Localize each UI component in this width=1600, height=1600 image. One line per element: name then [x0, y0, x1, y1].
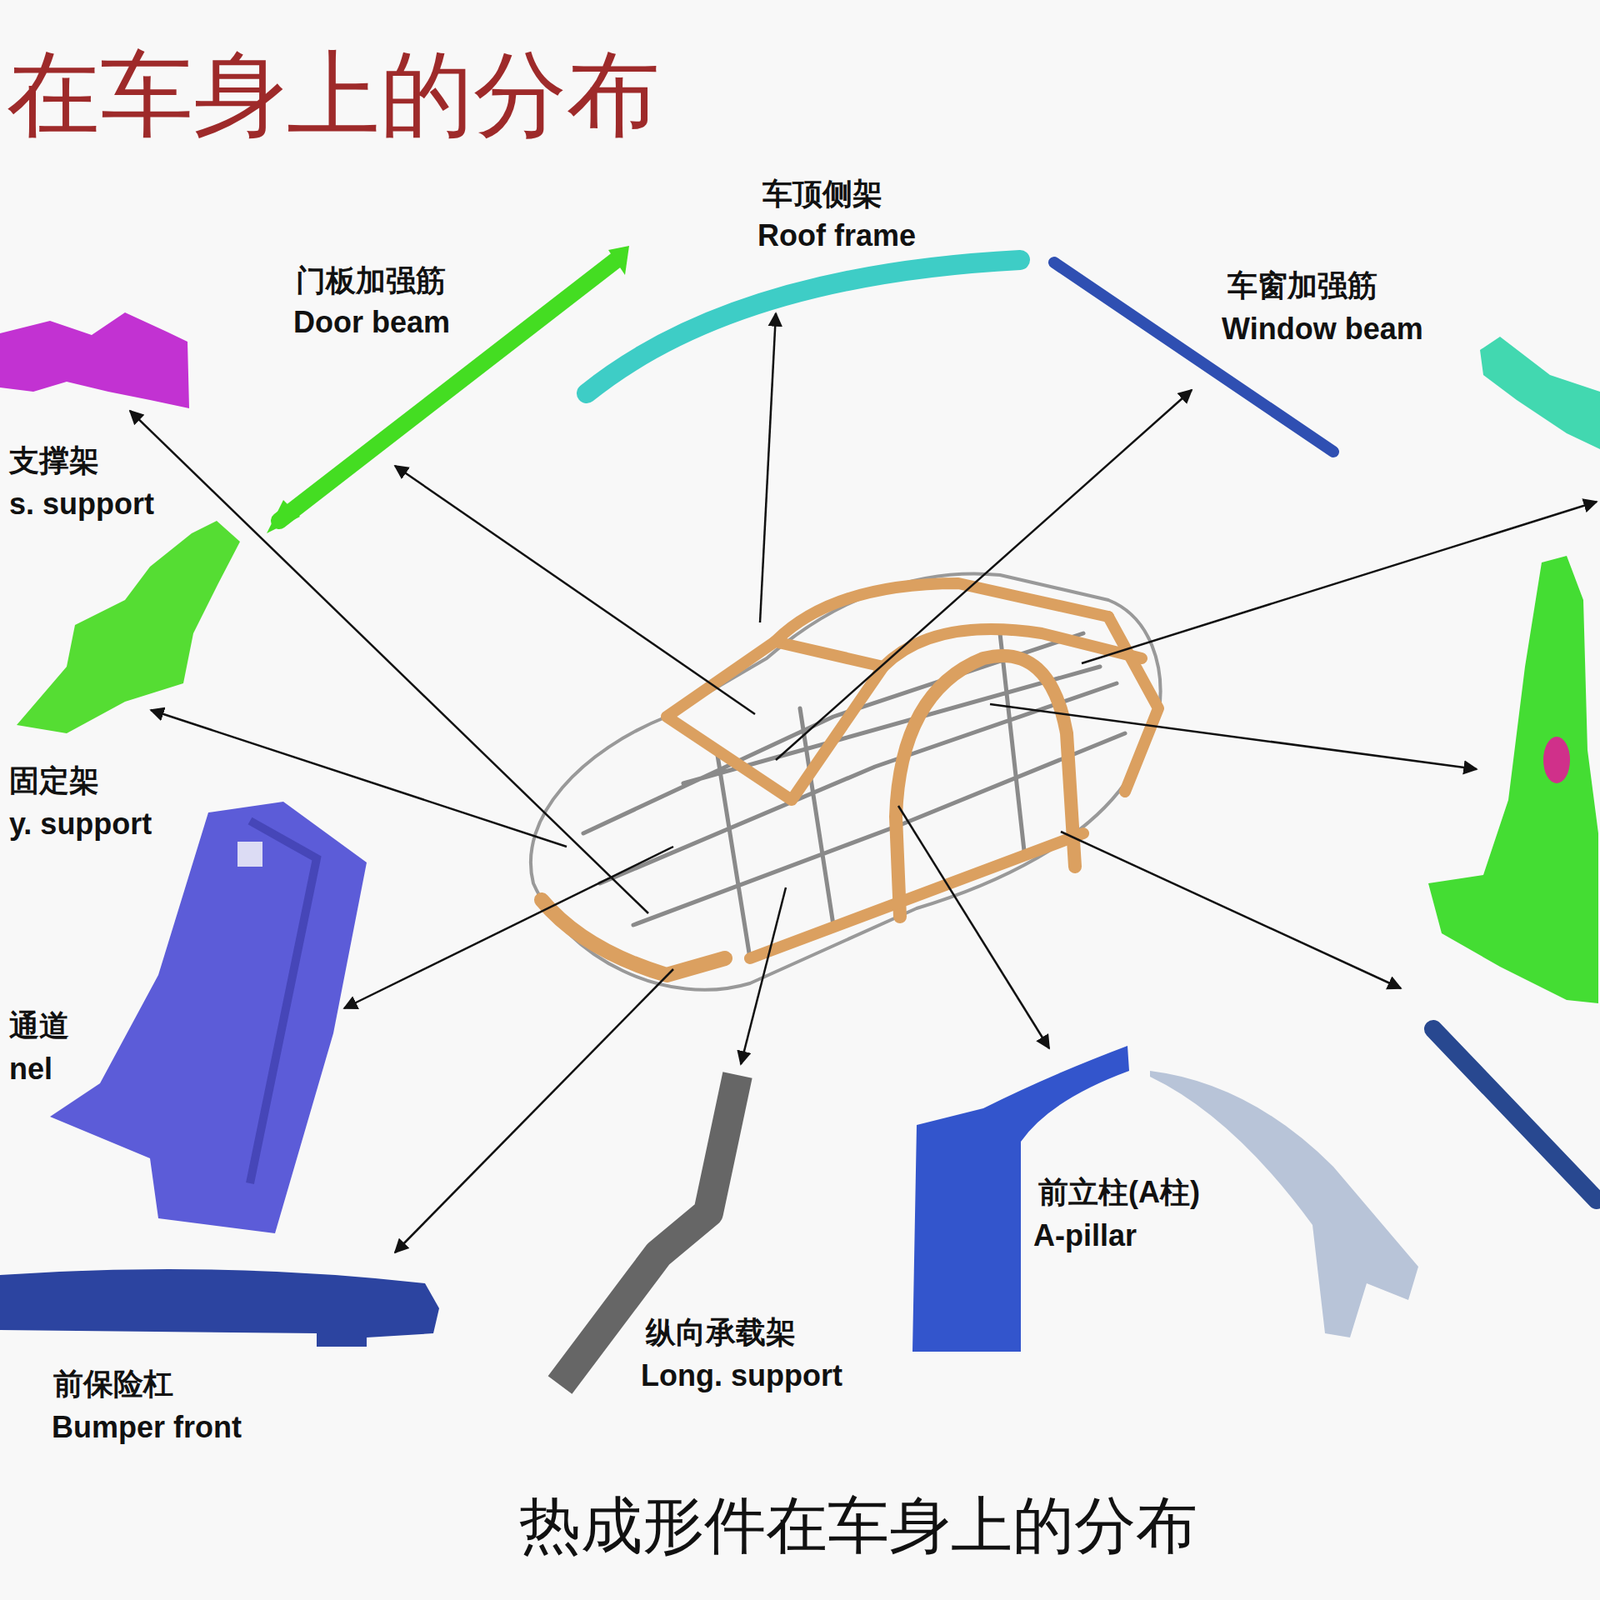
figure-caption: 热成形件在车身上的分布	[519, 1491, 1198, 1560]
part-label: 前立柱(A柱)	[1035, 1175, 1203, 1210]
teal-part	[1480, 336, 1600, 450]
door-beam-part	[266, 245, 630, 534]
part-label: Bumper front	[49, 1410, 245, 1445]
part-label: 车窗加强筋	[1225, 268, 1380, 303]
part-label: A-pillar	[1030, 1218, 1140, 1253]
page-title: 在车身上的分布	[6, 43, 660, 146]
b-pillar-part	[1428, 555, 1599, 1004]
part-label: 车顶侧架	[760, 176, 885, 211]
part-label: 纵向承载架	[643, 1315, 799, 1350]
part-label: 前保险杠	[50, 1366, 176, 1401]
roof-frame-part	[586, 260, 1020, 394]
part-label: Window beam	[1219, 311, 1426, 346]
part-label: 支撑架	[6, 443, 102, 478]
green-support-part	[16, 520, 240, 734]
rear-rail-part	[1433, 1029, 1597, 1200]
part-label: y. support	[6, 806, 155, 841]
part-label: Roof frame	[755, 218, 919, 253]
part-label: s. support	[6, 486, 157, 521]
part-label: 通道	[6, 1008, 72, 1043]
tunnel-part	[50, 801, 367, 1234]
leader-arrows	[130, 313, 1597, 1253]
part-label: nel	[6, 1051, 55, 1086]
part-label: 固定架	[6, 763, 102, 798]
car-body-frame	[530, 573, 1161, 990]
part-label: Door beam	[290, 305, 453, 340]
purple-part	[0, 312, 190, 409]
bumper-part	[0, 1269, 440, 1347]
part-label: 门板加强筋	[293, 263, 449, 298]
part-label: Long. support	[638, 1358, 845, 1393]
